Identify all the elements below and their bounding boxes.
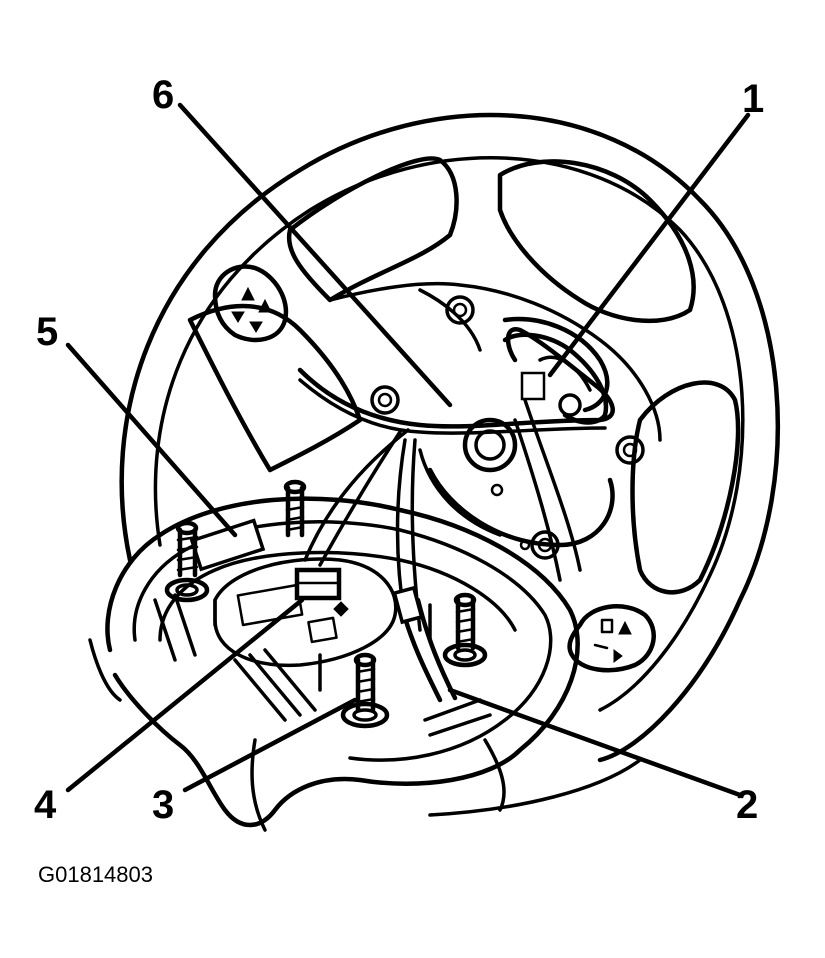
leader-lines bbox=[65, 102, 751, 798]
switch-pad-left bbox=[212, 264, 289, 343]
module-wire-lead bbox=[392, 585, 458, 703]
callout-1: 1 bbox=[742, 77, 764, 121]
mounting-studs bbox=[164, 479, 488, 729]
spoke-opening-right bbox=[630, 380, 741, 595]
callout-4: 4 bbox=[34, 783, 57, 827]
spoke-opening-upper-left bbox=[286, 156, 459, 303]
callout-2: 2 bbox=[736, 783, 758, 827]
leader-line-5 bbox=[65, 342, 238, 538]
steering-wheel-rim bbox=[119, 112, 781, 817]
figure-code: G01814803 bbox=[38, 862, 153, 887]
callout-3: 3 bbox=[152, 783, 174, 827]
airbag-module bbox=[88, 496, 580, 832]
callout-6: 6 bbox=[152, 73, 174, 117]
callout-5: 5 bbox=[36, 310, 58, 354]
leader-line-1 bbox=[547, 112, 751, 378]
leader-line-4 bbox=[65, 597, 305, 793]
callout-labels: 1 2 3 4 5 6 bbox=[34, 73, 764, 827]
spoke-opening-upper-right bbox=[497, 159, 696, 324]
leader-line-6 bbox=[177, 102, 453, 408]
leader-line-3 bbox=[182, 697, 358, 793]
leader-line-2 bbox=[447, 687, 743, 798]
switch-pad-right bbox=[567, 604, 656, 673]
wire-harness bbox=[297, 327, 615, 632]
